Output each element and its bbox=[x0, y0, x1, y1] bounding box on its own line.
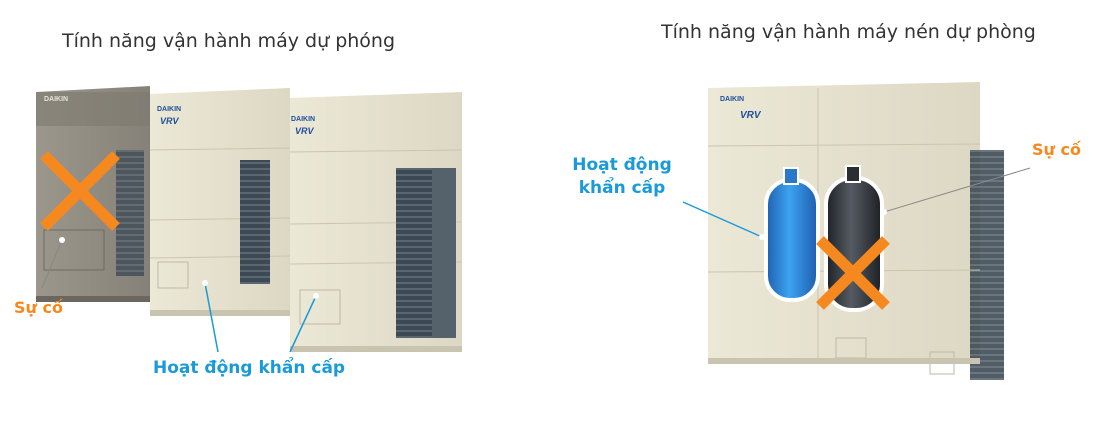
left-unit-middle-brand: DAIKIN bbox=[157, 106, 182, 113]
x-cross-icon bbox=[816, 236, 890, 310]
right-emergency-label-line1: Hoạt động bbox=[572, 155, 672, 175]
left-failure-label: Sự cố bbox=[14, 298, 63, 317]
right-panel-title: Tính năng vận hành máy nén dự phòng bbox=[661, 21, 1036, 43]
left-failure-pointer bbox=[41, 237, 65, 289]
left-unit-right bbox=[289, 92, 463, 352]
right-emergency-pointer bbox=[682, 201, 765, 240]
right-emergency-label-line2: khẩn cấp bbox=[578, 178, 666, 198]
right-unit-brand: DAIKIN bbox=[720, 96, 745, 103]
right-emergency-label: Hoạt động khẩn cấp bbox=[572, 154, 672, 200]
left-unit-right-brand: DAIKIN bbox=[291, 116, 316, 123]
svg-text:VRV: VRV bbox=[740, 110, 762, 121]
left-unit-right-model: VRV bbox=[295, 126, 314, 136]
x-cross-icon bbox=[40, 151, 120, 231]
left-unit-middle-model: VRV bbox=[160, 116, 179, 126]
left-unit-middle bbox=[149, 88, 291, 316]
right-failure-label: Sự cố bbox=[1032, 140, 1081, 159]
left-unit-failed-brand: DAIKIN bbox=[44, 96, 69, 103]
left-unit-failed bbox=[36, 86, 150, 302]
left-emergency-pointers bbox=[202, 280, 319, 353]
right-failure-pointer bbox=[881, 167, 1031, 215]
compressor-emergency bbox=[764, 167, 820, 302]
left-panel-title: Tính năng vận hành máy dự phóng bbox=[62, 30, 396, 52]
left-emergency-label: Hoạt động khẩn cấp bbox=[153, 358, 346, 378]
